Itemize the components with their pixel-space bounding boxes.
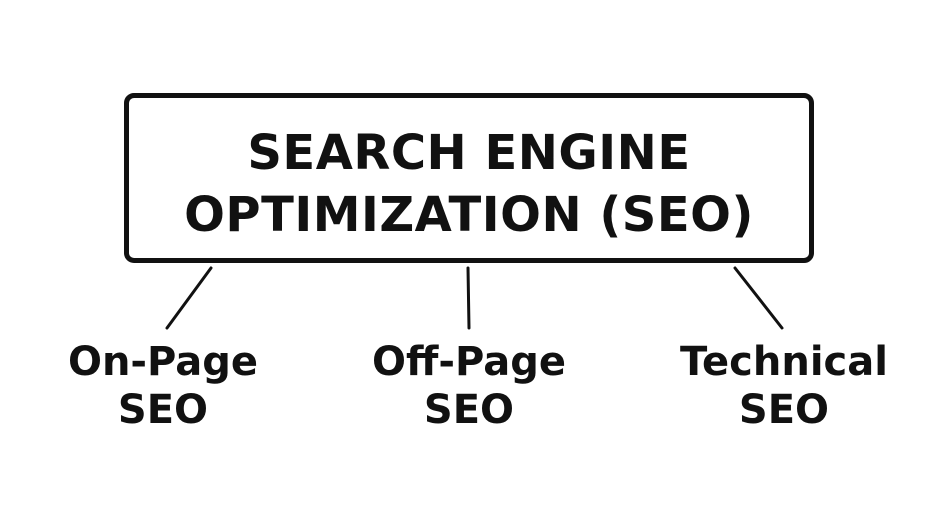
branch-label-line-1: On-Page — [67, 339, 259, 385]
branch-off-page-seo: Off-Page SEO — [348, 338, 590, 434]
branch-technical-seo: Technical SEO — [652, 338, 916, 434]
connector-off-page — [466, 266, 471, 330]
branch-label-line-2: SEO — [423, 387, 515, 433]
branch-label-line-2: SEO — [738, 387, 830, 433]
main-topic-line-1: SEARCH ENGINE — [247, 125, 691, 181]
main-topic-title: SEARCH ENGINE OPTIMIZATION (SEO) — [129, 122, 809, 246]
main-topic-line-2: OPTIMIZATION (SEO) — [184, 187, 754, 243]
branch-label-line-1: Off-Page — [371, 339, 566, 385]
branch-label-line-1: Technical — [680, 339, 888, 385]
branch-label-line-2: SEO — [117, 387, 209, 433]
connector-on-page — [165, 266, 213, 330]
main-topic-box: SEARCH ENGINE OPTIMIZATION (SEO) — [124, 93, 814, 263]
connector-technical — [733, 266, 784, 330]
branch-on-page-seo: On-Page SEO — [42, 338, 284, 434]
